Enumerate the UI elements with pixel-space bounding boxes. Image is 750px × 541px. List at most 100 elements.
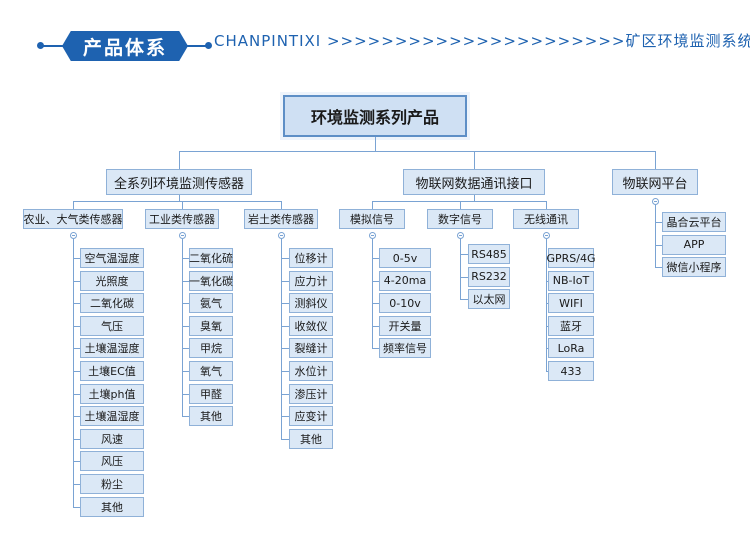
connector	[281, 280, 289, 282]
sub-wireless: 无线通讯	[513, 209, 579, 229]
connector	[546, 201, 547, 209]
connector	[73, 438, 80, 440]
connector	[73, 461, 80, 463]
leaf-node: LoRa	[548, 338, 594, 359]
connector	[546, 303, 548, 305]
connector	[655, 222, 662, 223]
leaf-node: 土壤温湿度	[80, 406, 144, 427]
connector	[281, 348, 289, 350]
leaf-node: 一氧化碳	[189, 270, 233, 291]
leaf-node: 433	[548, 361, 594, 381]
connector	[372, 325, 379, 327]
connector	[460, 276, 468, 278]
sub-digital: 数字信号	[427, 209, 493, 229]
connector	[179, 151, 656, 152]
leaf-node: GPRS/4G	[547, 248, 596, 268]
leaf-node: 二氧化硫	[189, 248, 233, 268]
leaf-node: 风压	[80, 451, 144, 472]
root-node: 环境监测系列产品	[283, 95, 467, 137]
connector	[546, 258, 548, 259]
collapse-toggle-icon	[457, 232, 464, 239]
connector	[73, 348, 80, 350]
leaf-node: 渗压计	[289, 383, 333, 404]
leaf-node: 应变计	[289, 406, 333, 427]
connector	[372, 239, 373, 349]
leaf-node: 土壤温湿度	[80, 338, 144, 359]
connector	[372, 258, 379, 259]
connector	[179, 195, 180, 201]
connector	[179, 151, 180, 169]
leaf-node: 水位计	[289, 361, 333, 381]
connector	[655, 151, 656, 169]
connector	[182, 393, 189, 395]
leaf-node: 甲烷	[189, 338, 233, 359]
connector	[73, 303, 80, 305]
connector	[474, 195, 475, 201]
connector	[182, 371, 189, 372]
connector	[460, 254, 468, 255]
leaf-node: APP	[662, 234, 726, 255]
connector	[182, 280, 189, 282]
leaf-node: RS232	[468, 266, 510, 287]
connector	[73, 239, 74, 507]
connector	[546, 348, 548, 350]
leaf-node: 0-5v	[379, 248, 431, 268]
leaf-node: 风速	[80, 428, 144, 449]
leaf-node: 气压	[80, 315, 144, 336]
connector	[281, 371, 289, 372]
leaf-node: 氨气	[189, 293, 233, 314]
connector	[655, 244, 662, 246]
connector	[73, 416, 80, 418]
connector	[73, 280, 80, 282]
collapse-toggle-icon	[179, 232, 186, 239]
leaf-node: 二氧化碳	[80, 293, 144, 314]
leaf-node: 晶合云平台	[662, 212, 726, 232]
connector	[281, 393, 289, 395]
connector	[73, 393, 80, 395]
leaf-node: 其他	[189, 406, 233, 427]
connector	[281, 325, 289, 327]
connector	[182, 416, 189, 418]
collapse-toggle-icon	[70, 232, 77, 239]
leaf-node: NB-IoT	[548, 270, 594, 291]
sub-agri: 农业、大气类传感器	[23, 209, 123, 229]
leaf-node: 裂缝计	[289, 338, 333, 359]
sub-geo: 岩土类传感器	[244, 209, 318, 229]
connector	[372, 280, 379, 282]
leaf-node: 开关量	[379, 315, 431, 336]
leaf-node: 4-20ma	[379, 270, 431, 291]
collapse-toggle-icon	[543, 232, 550, 239]
leaf-node: 粉尘	[80, 474, 144, 494]
connector	[372, 201, 547, 202]
connector	[73, 371, 80, 372]
leaf-node: 微信小程序	[662, 257, 726, 278]
connector	[73, 201, 282, 202]
leaf-node: 其他	[289, 428, 333, 449]
collapse-toggle-icon	[278, 232, 285, 239]
connector	[460, 201, 461, 209]
connector	[546, 371, 548, 372]
connector	[655, 205, 656, 268]
connector	[182, 303, 189, 305]
leaf-node: 0-10v	[379, 293, 431, 314]
connector	[460, 239, 461, 300]
connector	[474, 151, 475, 169]
header-badge: 产品体系	[62, 31, 188, 61]
connector	[73, 484, 80, 485]
leaf-node: WIFI	[548, 293, 594, 314]
connector	[372, 303, 379, 305]
header-dot-right	[205, 42, 212, 49]
leaf-node: 空气温湿度	[80, 248, 144, 268]
leaf-node: 臭氧	[189, 315, 233, 336]
connector	[460, 299, 468, 301]
connector	[73, 258, 80, 259]
leaf-node: 测斜仪	[289, 293, 333, 314]
connector	[73, 201, 74, 209]
connector	[182, 201, 183, 209]
header-path: CHANPINTIXI >>>>>>>>>>>>>>>>>>>>>>矿区环境监测…	[214, 32, 750, 50]
connector	[73, 506, 80, 508]
connector	[281, 438, 289, 440]
connector	[546, 325, 548, 327]
leaf-node: RS485	[468, 244, 510, 264]
